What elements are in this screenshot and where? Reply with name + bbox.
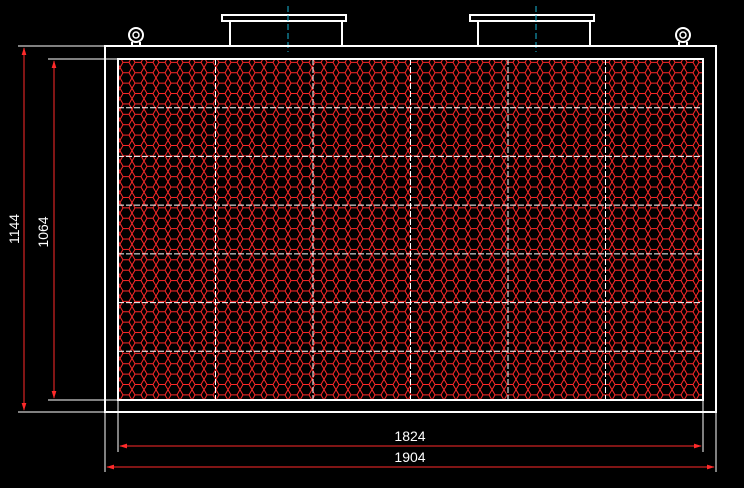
dimension-outer-height-label: 1144 [6, 214, 22, 244]
module-grid [118, 59, 703, 400]
lifting-lug-left [128, 27, 144, 46]
dimension-inner-height: 1064 [35, 58, 118, 401]
dimension-inner-width: 1824 [117, 400, 704, 452]
lifting-lug-right [675, 27, 691, 46]
dimension-inner-height-label: 1064 [35, 216, 51, 247]
dimension-inner-width-label: 1824 [394, 428, 425, 444]
outer-frame [104, 45, 717, 413]
dimension-outer-width: 1904 [104, 412, 717, 472]
dimension-outer-width-label: 1904 [394, 449, 425, 465]
dimension-outer-height: 1144 [6, 45, 105, 413]
